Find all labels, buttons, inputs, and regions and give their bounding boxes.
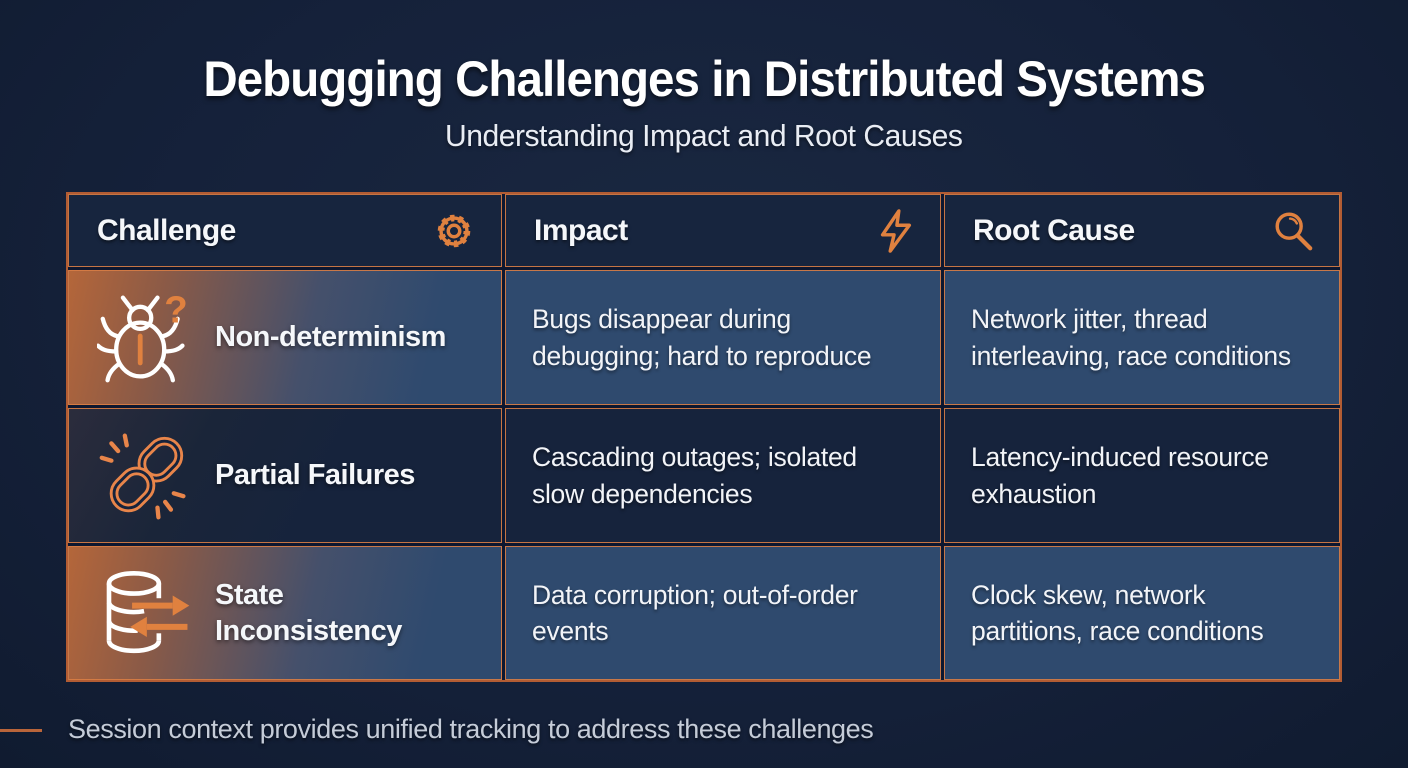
table-cell-root-cause: Clock skew, network partitions, race con… [944, 546, 1340, 680]
magnifier-icon [1271, 209, 1315, 253]
column-header-label: Challenge [97, 213, 236, 247]
footer-note: Session context provides unified trackin… [68, 714, 874, 744]
lightning-icon [874, 208, 916, 254]
header-cell-impact: Impact [505, 194, 941, 267]
footer-accent-line [0, 729, 42, 732]
challenge-label: Partial Failures [215, 459, 415, 492]
header-cell-challenge: Challenge [68, 194, 502, 267]
challenge-label: Non-determinism [215, 321, 446, 354]
page-title: Debugging Challenges in Distributed Syst… [203, 51, 1206, 107]
table-row-challenge-cell: ? Non-determinism [68, 270, 502, 405]
column-header-label: Root Cause [973, 213, 1135, 247]
challenge-label: State Inconsistency [215, 578, 402, 647]
svg-text:?: ? [164, 290, 187, 332]
table-row-challenge-cell: Partial Failures [68, 408, 502, 543]
gear-icon [431, 208, 477, 254]
table-cell-impact: Cascading outages; isolated slow depende… [505, 408, 941, 543]
table-cell-root-cause: Network jitter, thread interleaving, rac… [944, 270, 1340, 405]
column-header-label: Impact [534, 213, 628, 247]
table-row-challenge-cell: State Inconsistency [68, 546, 502, 680]
table-cell-impact: Data corruption; out-of-order events [505, 546, 941, 680]
header-cell-root-cause: Root Cause [944, 194, 1340, 267]
table-cell-root-cause: Latency-induced resource exhaustion [944, 408, 1340, 543]
bug-question-icon: ? [97, 290, 193, 386]
database-sync-icon [97, 564, 193, 662]
challenges-table: Challenge Impact Root Cause [66, 192, 1342, 682]
page-subtitle: Understanding Impact and Root Causes [445, 118, 963, 153]
table-cell-impact: Bugs disappear during debugging; hard to… [505, 270, 941, 405]
broken-chain-icon [97, 428, 193, 524]
